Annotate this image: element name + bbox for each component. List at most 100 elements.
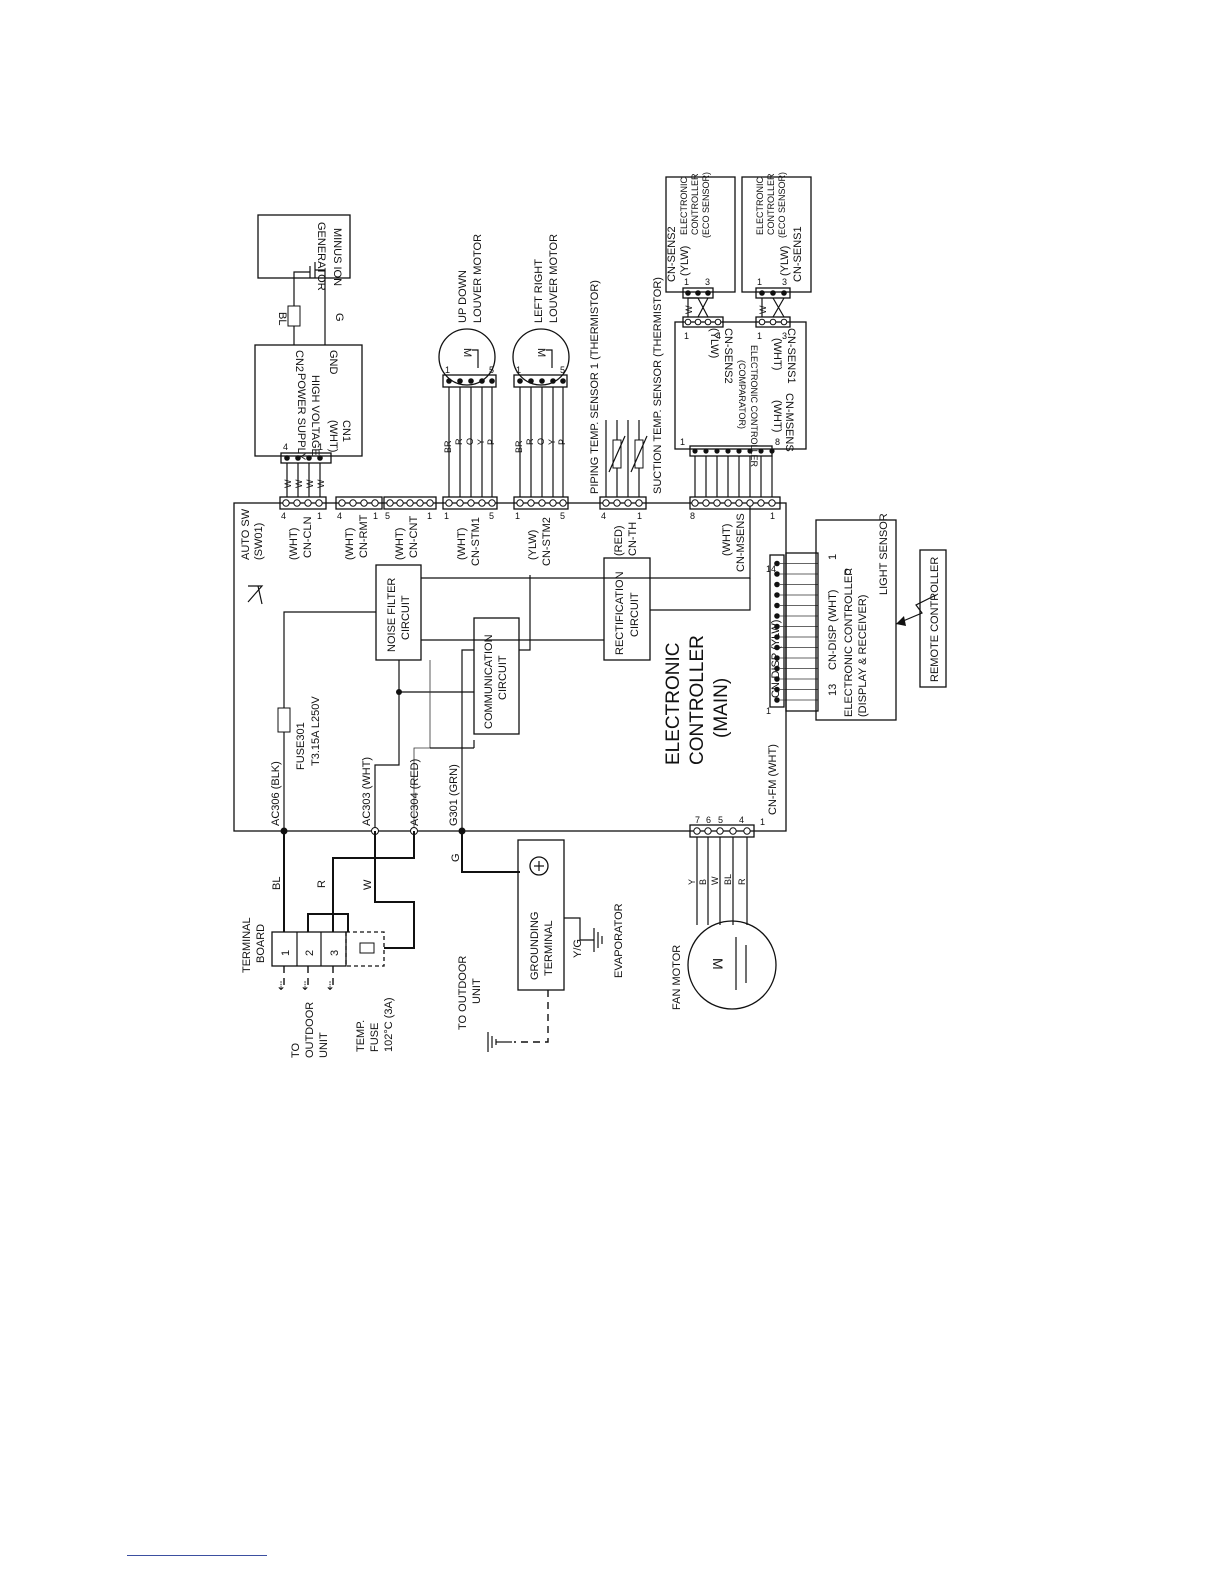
rectification-circuit: RECTIFICATION CIRCUIT: [603, 557, 651, 661]
svg-text:ELECTRONIC: ELECTRONIC: [663, 643, 684, 765]
svg-text:4: 4: [739, 815, 744, 825]
connector-cn-stm1: 1 5 (WHT) CN-STM1: [442, 496, 498, 566]
svg-text:(WHT): (WHT): [394, 528, 406, 560]
connector-cn-th: 4 1 (RED) CN-TH: [599, 496, 647, 556]
terminal-wiring: BL R W G: [271, 831, 462, 949]
svg-text:TERMINAL: TERMINAL: [543, 920, 555, 976]
svg-text:1: 1: [757, 331, 762, 341]
ac306-label: AC306 (BLK): [270, 761, 282, 826]
disp-pin: [774, 686, 780, 693]
svg-text:CONTROLLER: CONTROLLER: [766, 173, 776, 235]
thermistors: PIPING TEMP. SENSOR 1 (THERMISTOR) SUCTI…: [589, 277, 664, 497]
svg-text:ELECTRONIC CONTROLLER: ELECTRONIC CONTROLLER: [843, 568, 855, 717]
svg-text:W: W: [316, 479, 326, 488]
svg-text:1: 1: [373, 511, 378, 521]
svg-text:CN-CLN: CN-CLN: [302, 516, 314, 558]
svg-text:TO OUTDOOR: TO OUTDOOR: [457, 956, 469, 1030]
svg-text:REMOTE CONTROLLER: REMOTE CONTROLLER: [929, 557, 941, 682]
svg-text:LOUVER MOTOR: LOUVER MOTOR: [472, 234, 484, 323]
svg-text:7: 7: [695, 815, 700, 825]
eco-sensor-2: 1 3 CN-SENS2 (YLW) ELECTRONIC CONTROLLER…: [665, 172, 736, 299]
svg-text:1: 1: [318, 442, 323, 452]
svg-text:102°C (3A): 102°C (3A): [383, 997, 395, 1052]
fan-wire-label: R: [737, 878, 747, 885]
svg-text:1: 1: [760, 817, 765, 827]
svg-text:(WHT): (WHT): [721, 524, 733, 556]
svg-text:UP DOWN: UP DOWN: [457, 270, 469, 323]
svg-text:CIRCUIT: CIRCUIT: [629, 592, 641, 637]
auto-switch[interactable]: AUTO SW (SW01): [240, 508, 265, 605]
svg-text:5: 5: [560, 365, 565, 375]
grounding-terminal: GROUNDING TERMINAL Y/G EVAPORATOR TO OUT…: [457, 831, 625, 1052]
svg-text:M: M: [710, 958, 726, 970]
svg-text:W: W: [283, 479, 293, 488]
disp-pin: [774, 613, 780, 619]
svg-text:CN-TH: CN-TH: [627, 522, 639, 556]
ac304-label: AC304 (RED): [409, 759, 421, 826]
svg-text:GENERATOR: GENERATOR: [315, 222, 327, 291]
connector-cn-rmt: 4 1 (WHT) CN-RMT: [335, 496, 383, 560]
svg-text:3: 3: [329, 950, 341, 956]
svg-text:(YLW): (YLW): [679, 246, 691, 276]
svg-text:1: 1: [766, 706, 771, 716]
svg-text:GROUNDING: GROUNDING: [529, 912, 541, 980]
svg-text:COMMUNICATION: COMMUNICATION: [483, 634, 495, 729]
svg-text:1: 1: [317, 511, 322, 521]
svg-text:SUCTION TEMP. SENSOR (THERMIST: SUCTION TEMP. SENSOR (THERMISTOR): [652, 277, 664, 494]
svg-text:(WHT): (WHT): [771, 400, 783, 432]
disp-pin: [774, 571, 780, 577]
svg-text:8: 8: [690, 511, 695, 521]
terminal-board: 1 2 3 TERMINAL BOARD ⇣ ⇣ ⇣ TO OUTDOOR UN…: [241, 917, 395, 1058]
svg-text:TEMP.: TEMP.: [355, 1020, 367, 1052]
svg-text:(YLW): (YLW): [527, 530, 539, 560]
svg-text:BL: BL: [276, 312, 288, 325]
svg-text:⇣: ⇣: [325, 979, 335, 993]
svg-text:3: 3: [782, 277, 787, 287]
svg-text:13: 13: [827, 684, 839, 696]
svg-text:1: 1: [680, 437, 685, 447]
svg-text:FUSE301: FUSE301: [295, 722, 307, 770]
svg-text:(DISPLAY & RECEIVER): (DISPLAY & RECEIVER): [857, 595, 869, 717]
svg-text:CONTROLLER: CONTROLLER: [687, 635, 708, 765]
svg-text:CN1: CN1: [340, 420, 352, 442]
svg-text:8: 8: [775, 437, 780, 447]
svg-text:ELECTRONIC: ELECTRONIC: [679, 176, 689, 235]
svg-text:CONTROLLER: CONTROLLER: [690, 173, 700, 235]
leftright-louver-motor: M 1 5 BR R O Y P LEFT RIGHT LOUVER MOTOR: [512, 234, 570, 497]
svg-text:O: O: [536, 438, 546, 445]
disp-pin: [774, 697, 780, 703]
svg-text:NOISE FILTER: NOISE FILTER: [386, 578, 398, 652]
disp-pin: [774, 560, 780, 567]
svg-text:BL: BL: [271, 877, 283, 890]
svg-text:AUTO SW: AUTO SW: [240, 508, 252, 560]
disp-pin: [774, 655, 780, 661]
svg-text:6: 6: [706, 815, 711, 825]
ac303-label: AC303 (WHT): [361, 757, 373, 826]
svg-text:4: 4: [283, 442, 288, 452]
svg-text:(SW01): (SW01): [253, 523, 265, 560]
svg-text:Y: Y: [547, 439, 557, 445]
svg-text:M: M: [535, 348, 547, 357]
svg-text:(WHT): (WHT): [344, 528, 356, 560]
svg-text:FAN MOTOR: FAN MOTOR: [671, 945, 683, 1010]
svg-text:3: 3: [782, 331, 787, 341]
svg-text:(MAIN): (MAIN): [711, 678, 732, 738]
svg-text:CN-STM2: CN-STM2: [541, 517, 553, 566]
svg-text:GND: GND: [327, 350, 339, 375]
disp-pin: [774, 644, 780, 651]
communication-circuit: COMMUNICATION CIRCUIT: [473, 617, 520, 735]
svg-text:CN-CNT: CN-CNT: [408, 516, 420, 558]
connector-cn-fm: 7 6 5 4 1 CN-FM (WHT): [689, 744, 779, 838]
svg-text:CN-STM1: CN-STM1: [470, 517, 482, 566]
minus-ion-generator: MINUS ION GENERATOR BL G: [257, 214, 351, 345]
noise-filter-circuit: NOISE FILTER CIRCUIT: [375, 564, 422, 661]
svg-text:CN-MSENS: CN-MSENS: [735, 513, 747, 572]
svg-text:5: 5: [718, 815, 723, 825]
disp-pin: [774, 676, 780, 682]
disp-pin: [774, 634, 780, 640]
svg-text:W: W: [305, 479, 315, 488]
svg-text:14: 14: [766, 564, 776, 574]
svg-text:⇣: ⇣: [276, 979, 286, 993]
